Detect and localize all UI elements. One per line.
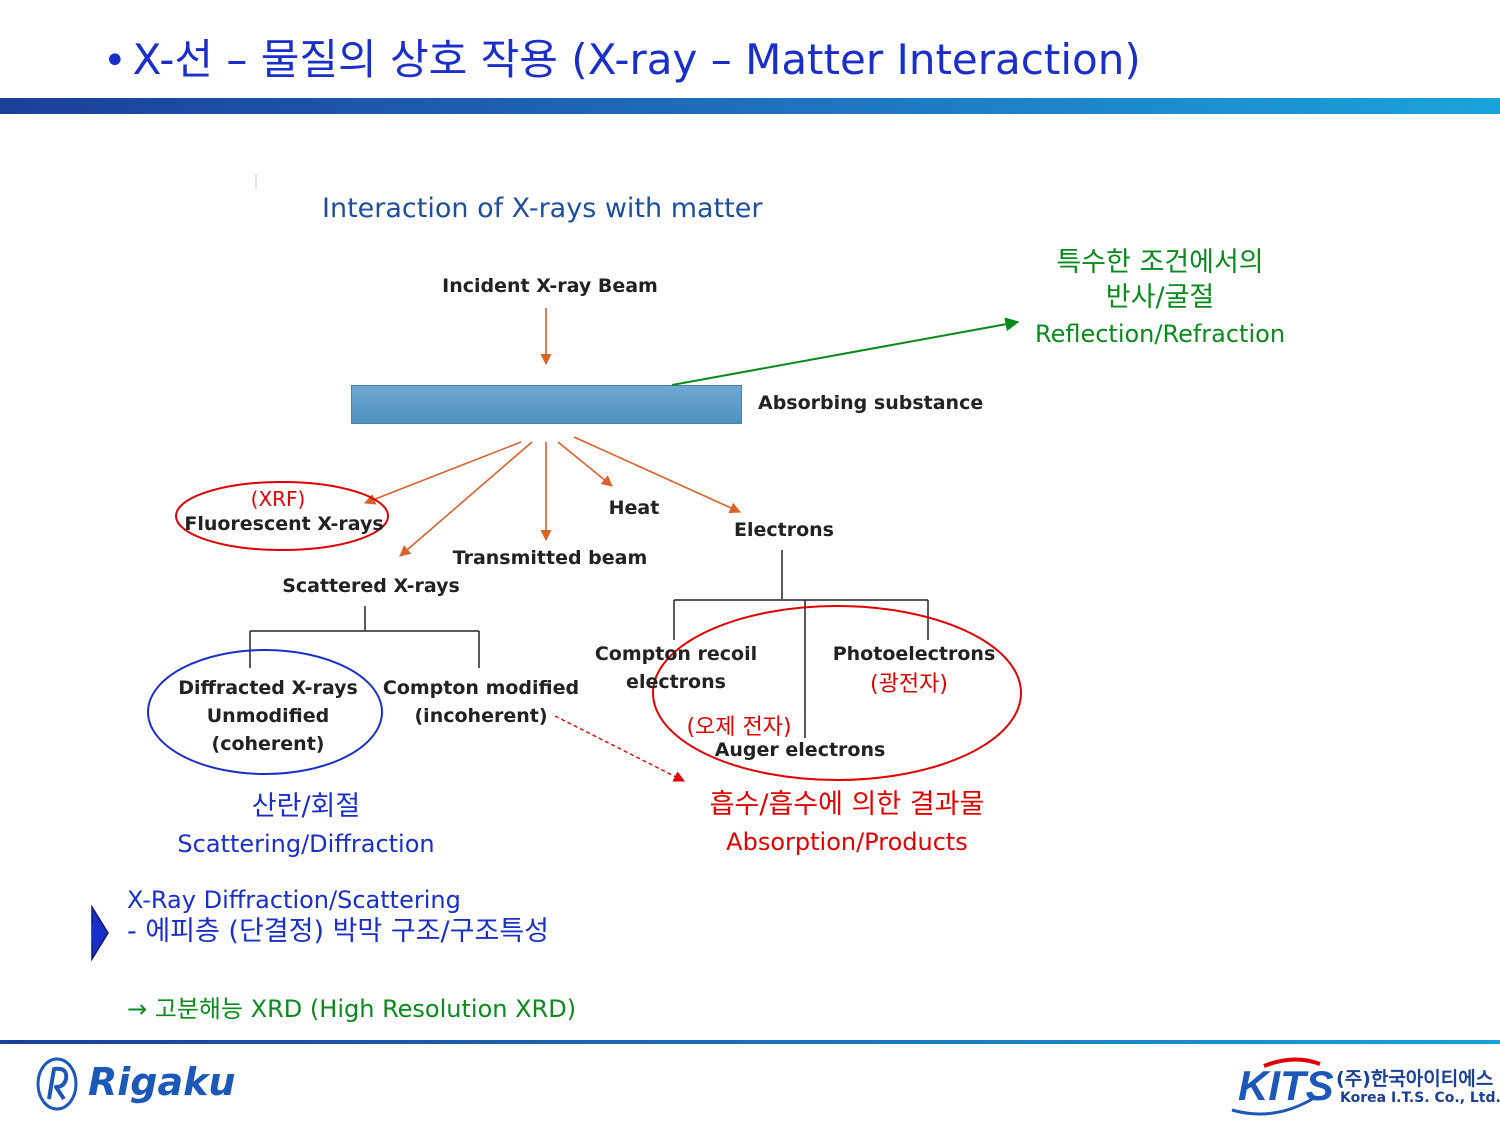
rigaku-logo-text: Rigaku [88, 1060, 236, 1104]
notes-line3: → 고분해능 XRD (High Resolution XRD) [127, 995, 577, 1023]
scattered-arrow [399, 441, 533, 557]
photoelectrons-label: Photoelectrons [832, 643, 996, 665]
rigaku-logo-icon [36, 1057, 78, 1111]
electrons-tree [673, 550, 929, 738]
scattered-xrays-label: Scattered X-rays [282, 575, 460, 597]
scattering-kr: 산란/회절 [251, 791, 361, 822]
arrow-bullet-icon [91, 904, 109, 962]
electrons-label: Electrons [734, 519, 834, 541]
title-bullet: • [103, 38, 127, 84]
photoelectrons-kr-label: (광전자) [870, 672, 948, 697]
compton-to-absorption-arrow [554, 715, 686, 782]
fluorescent-xrays-label: Fluorescent X-rays [184, 513, 384, 535]
electrons-arrow [573, 436, 742, 513]
absorption-en: Absorption/Products [726, 828, 968, 856]
scattered-tree [249, 606, 480, 668]
compton-recoil-label: Compton recoil [594, 643, 758, 665]
title-text: X-선 – 물질의 상호 작용 (X-ray – Matter Interact… [132, 35, 1141, 84]
absorbing-substance-label: Absorbing substance [758, 392, 984, 414]
heat-arrow [557, 441, 613, 487]
transmitted-beam-label: Transmitted beam [452, 547, 648, 569]
fluorescent-arrow [363, 441, 522, 505]
notes-line1: X-Ray Diffraction/Scattering [127, 886, 461, 914]
diffracted-ellipse [147, 649, 383, 775]
diagram-heading: Interaction of X-rays with matter [322, 193, 763, 224]
footer-line [0, 1040, 1500, 1044]
coherent-label: (coherent) [211, 733, 325, 755]
absorption-ellipse [652, 605, 1022, 781]
compton-modified-label: Compton modified [382, 677, 580, 699]
notes-line2: - 에피층 (단결정) 박막 구조/구조특성 [127, 916, 549, 947]
auger-kr-label: (오제 전자) [686, 715, 792, 740]
heat-label: Heat [608, 497, 660, 519]
diffracted-xrays-label: Diffracted X-rays [178, 677, 358, 699]
scattering-en: Scattering/Diffraction [177, 830, 435, 858]
slide-title: •X-선 – 물질의 상호 작용 (X-ray – Matter Interac… [103, 30, 1141, 91]
header-bar [0, 98, 1500, 114]
kits-company-kr: (주)한국아이티에스 [1336, 1068, 1494, 1090]
unmodified-label: Unmodified [206, 705, 330, 727]
reflection-kr-line1: 특수한 조건에서의 [1056, 247, 1264, 278]
absorbing-substance-slab [351, 385, 742, 424]
reflection-en: Reflection/Refraction [1034, 320, 1286, 348]
auger-electrons-label: Auger electrons [714, 739, 886, 761]
kits-logo-text: KITS [1238, 1062, 1334, 1109]
kits-company-en: Korea I.T.S. Co., Ltd. [1340, 1090, 1500, 1106]
reflection-kr-line2: 반사/굴절 [1105, 282, 1215, 313]
incident-beam-label: Incident X-ray Beam [442, 275, 658, 297]
xrf-ellipse [175, 481, 389, 551]
incoherent-label: (incoherent) [414, 705, 548, 727]
reflection-arrow [671, 317, 1020, 386]
kits-swoosh-icon [1231, 1057, 1321, 1116]
compton-recoil-electrons-label: electrons [626, 671, 726, 693]
absorption-kr: 흡수/흡수에 의한 결과물 [709, 789, 985, 820]
xrf-tag: (XRF) [250, 487, 306, 511]
